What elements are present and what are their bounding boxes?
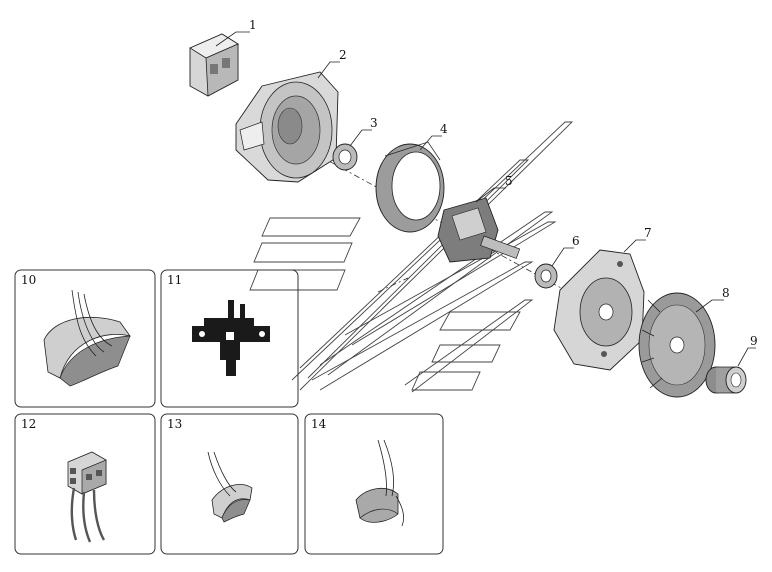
part-5-rotor: [437, 197, 521, 263]
callout-8: 8: [722, 286, 730, 300]
callout-5: 5: [505, 174, 513, 188]
callout-2: 2: [339, 48, 347, 62]
part-8-fan: [638, 292, 716, 398]
panel-10: 10: [14, 269, 156, 408]
callout-numbers: 1 2 3 4 5 6 7 8 9: [249, 18, 758, 348]
panel-13-label: 13: [167, 417, 182, 431]
panel-12-label: 12: [21, 417, 36, 431]
leader-lines: [215, 31, 756, 367]
part-1-brush-holder: [189, 33, 239, 97]
callout-3: 3: [370, 116, 378, 130]
panel-10-label: 10: [21, 273, 36, 287]
guide-stripes: [249, 121, 574, 393]
part-3-bearing: [332, 143, 358, 171]
part-7-front-housing: [553, 249, 645, 371]
callout-9: 9: [750, 334, 758, 348]
panel-13: 13: [160, 413, 299, 555]
part-4-stator: [375, 141, 445, 233]
callout-1: 1: [249, 18, 257, 32]
panel-14-label: 14: [311, 417, 327, 431]
panel-11: 11: [160, 269, 299, 408]
part-2-rear-housing: [235, 71, 339, 183]
part-9-pulley: [705, 366, 747, 394]
part-6-bearing: [534, 263, 558, 289]
callout-6: 6: [572, 234, 580, 248]
panel-12: 12: [14, 413, 156, 555]
panel-11-label: 11: [167, 273, 182, 287]
panel-14: 14: [304, 413, 444, 555]
callout-4: 4: [440, 122, 448, 136]
callout-7: 7: [644, 226, 652, 240]
